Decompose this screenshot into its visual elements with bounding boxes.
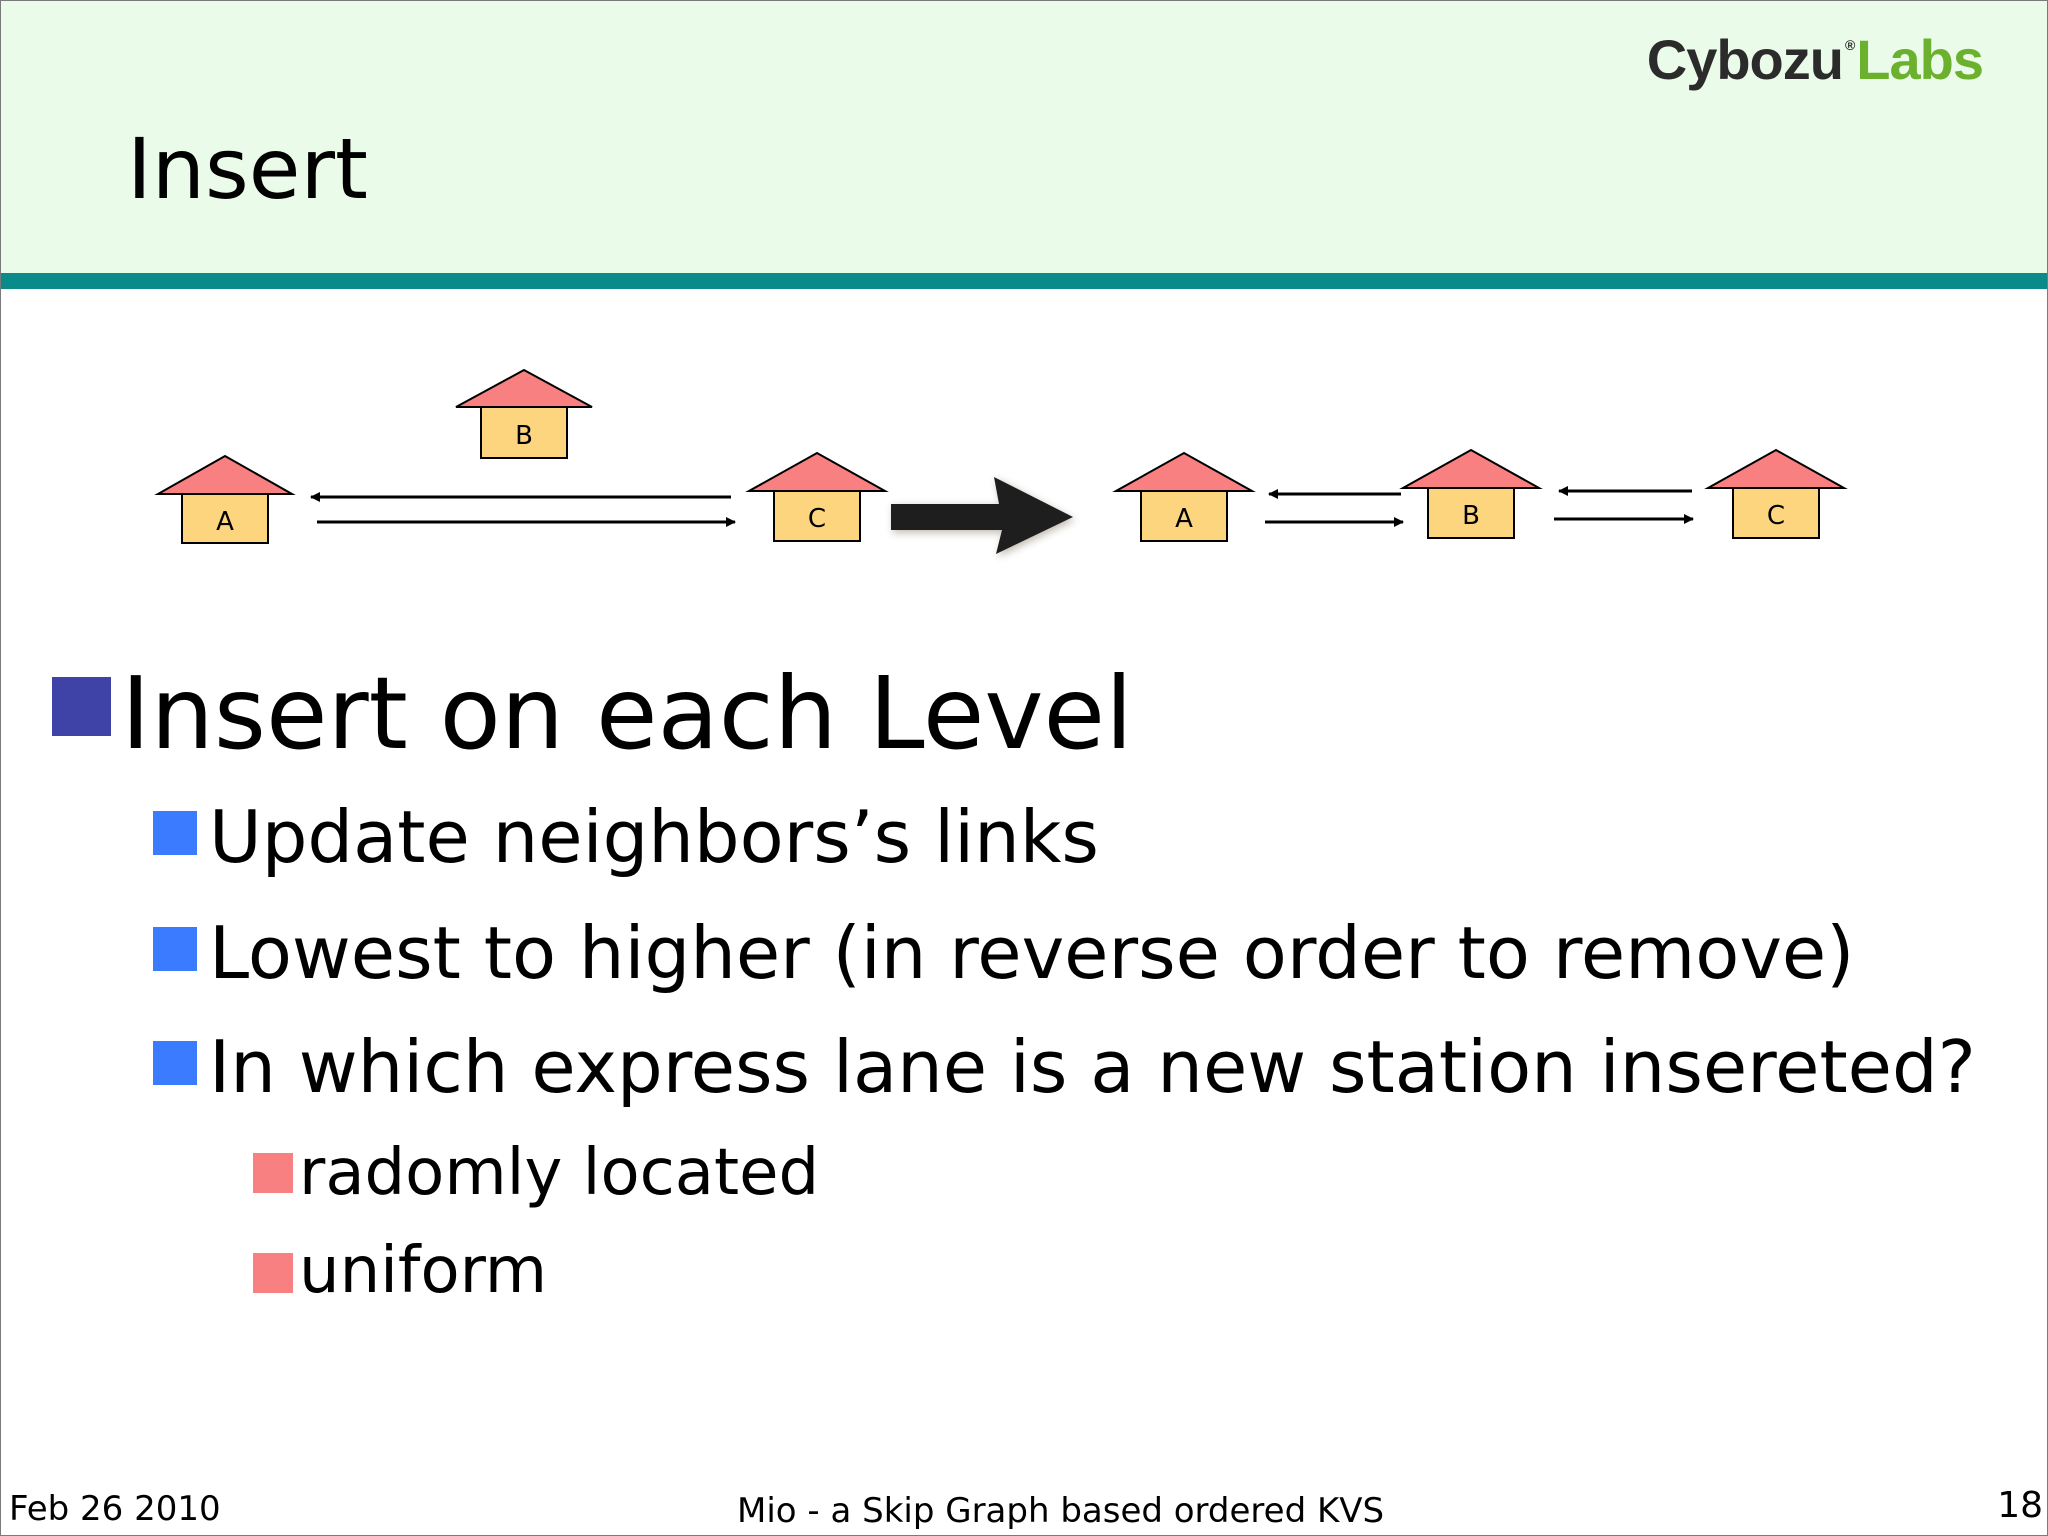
slide-title: Insert xyxy=(127,120,368,218)
bullet-marker-level3 xyxy=(253,1153,293,1193)
bullet-marker-level2 xyxy=(153,811,197,855)
footer-presentation-title: Mio - a Skip Graph based ordered KVS xyxy=(737,1491,1385,1531)
node-label-c: C xyxy=(808,504,826,534)
house-before-a: A xyxy=(154,454,296,544)
bullet-marker-level2 xyxy=(153,927,197,971)
house-after-a: A xyxy=(1112,451,1256,542)
bullet-insert-on-each-level: Insert on each Level xyxy=(121,655,1133,772)
bullet-marker-level1 xyxy=(52,677,111,736)
house-after-c: C xyxy=(1704,448,1848,539)
house-after-b: B xyxy=(1399,448,1543,539)
logo-registered-mark: ® xyxy=(1844,37,1855,53)
bullet-randomly-located: radomly located xyxy=(299,1136,820,1210)
node-label-c: C xyxy=(1767,501,1785,531)
insert-diagram: A B C A B xyxy=(154,368,1848,557)
house-before-c: C xyxy=(745,451,889,542)
bullet-marker-level3 xyxy=(253,1253,293,1293)
bullet-express-lane-question: In which express lane is a new station i… xyxy=(209,1025,1976,1109)
transition-arrow-icon xyxy=(891,477,1075,557)
footer-page-number: 18 xyxy=(1997,1485,2043,1526)
node-label-a: A xyxy=(1175,504,1193,534)
footer-date: Feb 26 2010 xyxy=(9,1489,221,1529)
bullet-marker-level2 xyxy=(153,1041,197,1085)
node-label-a: A xyxy=(216,507,234,537)
slide-header xyxy=(1,1,2047,273)
bullet-update-neighbors-links: Update neighbors’s links xyxy=(209,795,1099,879)
node-label-b: B xyxy=(515,421,533,451)
logo-text-labs: Labs xyxy=(1856,28,1984,91)
cybozu-labs-logo: Cybozu®Labs xyxy=(1646,27,1984,92)
bullet-uniform: uniform xyxy=(299,1234,548,1308)
house-before-b: B xyxy=(455,368,593,459)
logo-text-cybozu: Cybozu xyxy=(1646,28,1844,91)
node-label-b: B xyxy=(1462,501,1480,531)
header-divider xyxy=(1,273,2047,289)
bullet-lowest-to-higher: Lowest to higher (in reverse order to re… xyxy=(209,911,1855,995)
